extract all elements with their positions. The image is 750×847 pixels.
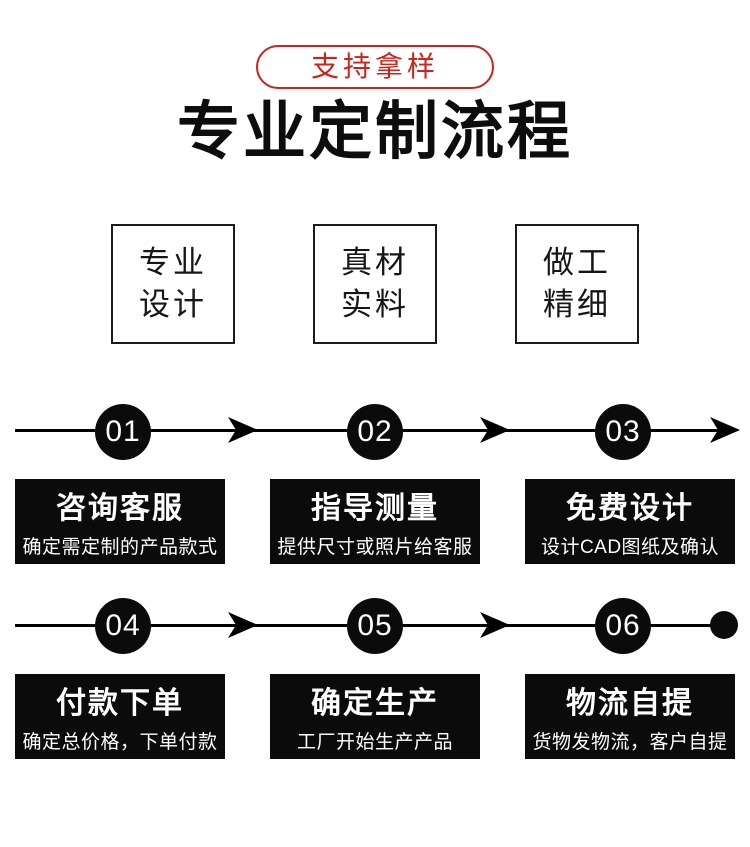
step-title: 付款下单 <box>56 687 184 721</box>
feature-boxes: 专业 设计 真材 实料 做工 精细 <box>0 223 750 344</box>
step-number-badge: 01 <box>95 403 151 460</box>
step-desc: 设计CAD图纸及确认 <box>540 537 720 559</box>
arrow-right-icon <box>710 416 740 443</box>
step-box-production: 确定生产 工厂开始生产产品 <box>270 673 480 759</box>
step-box-free-design: 免费设计 设计CAD图纸及确认 <box>525 478 735 564</box>
step-desc: 提供尺寸或照片给客服 <box>277 537 473 559</box>
step-box-payment: 付款下单 确定总价格，下单付款 <box>15 673 225 759</box>
step-desc: 确定需定制的产品款式 <box>22 537 218 559</box>
page-title: 专业定制流程 <box>177 97 573 167</box>
step-number-badge: 06 <box>595 597 651 654</box>
step-desc: 货物发物流，客户自提 <box>532 732 728 754</box>
arrow-right-icon <box>228 611 258 638</box>
feature-line: 专业 <box>139 244 207 280</box>
step-title: 指导测量 <box>311 492 439 526</box>
arrow-right-icon <box>480 611 510 638</box>
feature-box-materials: 真材 实料 <box>313 223 437 344</box>
arrow-right-icon <box>228 416 258 443</box>
feature-line: 精细 <box>543 286 611 322</box>
step-number-badge: 04 <box>95 597 151 654</box>
feature-line: 做工 <box>543 244 611 280</box>
feature-line: 真材 <box>341 244 409 280</box>
arrow-right-icon <box>480 416 510 443</box>
flow-row-2: 04 05 06 <box>0 591 750 661</box>
flow-row-1: 01 02 03 <box>0 396 750 466</box>
feature-box-design: 专业 设计 <box>111 223 235 344</box>
step-title: 咨询客服 <box>56 492 184 526</box>
feature-line: 设计 <box>139 286 207 322</box>
badge-row: 支持拿样 <box>0 0 750 89</box>
sample-support-badge: 支持拿样 <box>256 45 494 89</box>
feature-box-workmanship: 做工 精细 <box>515 223 639 344</box>
step-box-measure: 指导测量 提供尺寸或照片给客服 <box>270 478 480 564</box>
step-box-logistics: 物流自提 货物发物流，客户自提 <box>525 673 735 759</box>
step-box-consult: 咨询客服 确定需定制的产品款式 <box>15 478 225 564</box>
step-boxes-row-1: 咨询客服 确定需定制的产品款式 指导测量 提供尺寸或照片给客服 免费设计 设计C… <box>0 478 750 564</box>
step-desc: 工厂开始生产产品 <box>296 732 453 754</box>
end-dot-icon <box>710 610 738 639</box>
step-title: 物流自提 <box>566 687 694 721</box>
step-number-badge: 05 <box>347 597 403 654</box>
step-desc: 确定总价格，下单付款 <box>22 732 218 754</box>
step-boxes-row-2: 付款下单 确定总价格，下单付款 确定生产 工厂开始生产产品 物流自提 货物发物流… <box>0 673 750 759</box>
step-number-badge: 03 <box>595 403 651 460</box>
step-title: 确定生产 <box>311 687 439 721</box>
step-title: 免费设计 <box>566 492 694 526</box>
step-number-badge: 02 <box>347 403 403 460</box>
feature-line: 实料 <box>341 286 409 322</box>
